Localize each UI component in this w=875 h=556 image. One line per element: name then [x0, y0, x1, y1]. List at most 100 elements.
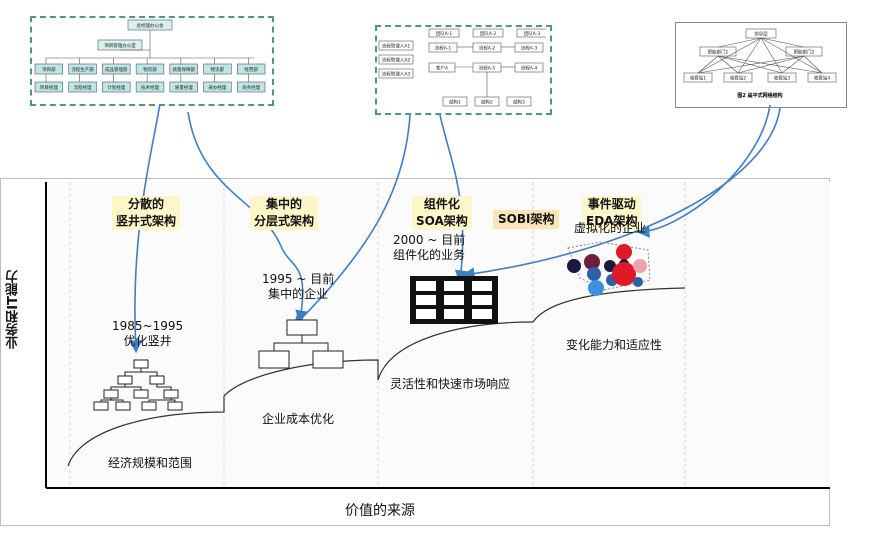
connector-line — [717, 55, 783, 74]
org-manager-3-box — [135, 81, 165, 93]
stage1-title-line2: 竖井式架构 — [112, 213, 181, 230]
org-root-box — [127, 19, 173, 31]
proc-left-2-box — [378, 68, 414, 79]
stage4-title-line2: EDA架构 — [582, 213, 642, 230]
org-level2-text: 项目管理办公室 — [104, 42, 136, 49]
proc-top-1-box — [472, 28, 504, 38]
org-manager-2-text: 计划经理 — [107, 84, 125, 91]
proc-mid-5-box — [428, 62, 456, 73]
stage3-era-line1: 2000 ~ 目前 — [393, 233, 466, 247]
connector-line — [717, 55, 823, 74]
proc-bottom-1-text: 结构2 — [481, 99, 493, 106]
net-caption: 图2 扁平式网络结构 — [737, 92, 782, 99]
proc-mid-1-box — [472, 42, 502, 53]
org-dept-0-box — [34, 63, 64, 75]
org-manager-6-text: 商务经理 — [242, 84, 260, 91]
plot-area — [46, 182, 830, 488]
stage2-title-line2: 分层式架构 — [250, 213, 319, 230]
stage1-title: 分散的 竖井式架构 — [112, 196, 181, 230]
org-manager-4-box — [169, 81, 198, 93]
connector-line — [760, 37, 823, 74]
proc-top-0-box — [428, 28, 460, 38]
silo-hierarchy-icon — [93, 359, 183, 411]
proc-top-2-text: 团队A-3 — [524, 30, 541, 37]
net-bottom-3-text: 收费站4 — [814, 75, 830, 82]
proc-mid-2-box — [514, 42, 544, 53]
proc-left-1-box — [378, 54, 414, 65]
org-manager-5-box — [203, 81, 232, 93]
net-bottom-0-text: 收费站1 — [690, 75, 706, 82]
proc-mid-0-text: 流程A-1 — [435, 45, 452, 52]
net-top-text: 领导层 — [754, 31, 768, 38]
proc-left-0-text: 流程管理人A1 — [382, 43, 411, 50]
proc-mid-5-text: 客户A — [436, 65, 449, 72]
stage3-era: 2000 ~ 目前 组件化的业务 — [393, 233, 465, 263]
connector-line — [760, 37, 805, 48]
org-root-text: 总经理办公会 — [137, 22, 164, 29]
connector-line — [760, 37, 783, 74]
connector-line — [697, 37, 762, 74]
stage2-era: 1995 ~ 目前 集中的企业 — [262, 272, 334, 302]
proc-bottom-2-box — [506, 96, 532, 107]
org-dept-4-text: 质量保障部 — [172, 66, 195, 73]
stage3-title-line1: 组件化 — [412, 196, 472, 213]
org-manager-1-text: 流程经理 — [74, 84, 92, 91]
proc-bottom-2-text: 结构3 — [513, 99, 525, 106]
component-grid-icon — [410, 276, 498, 324]
stage4-title-line1: 事件驱动 — [582, 196, 642, 213]
stage4-era-line1: 虚拟化的企业 — [574, 221, 647, 235]
net-bottom-1-text: 收费站2 — [730, 75, 746, 82]
connector-line — [781, 55, 805, 74]
stage3-era-line2: 组件化的业务 — [393, 248, 466, 262]
stage1-era-line2: 优化竖井 — [123, 334, 172, 348]
proc-left-0-box — [378, 40, 414, 51]
org-dept-6-text: 经营部 — [244, 66, 258, 73]
stage3-title: 组件化 SOA架构 — [412, 196, 472, 230]
proc-mid-2-text: 流程A-3 — [521, 45, 538, 52]
org-dept-5-text: 物流部 — [211, 66, 225, 73]
sobi-label: SOBI架构 — [493, 210, 560, 229]
stage4-benefit: 变化能力和适应性 — [566, 338, 663, 352]
proc-mid-4-text: 流程A-5 — [479, 65, 496, 72]
stage1-era: 1985~1995 优化竖井 — [112, 319, 183, 349]
org-dept-3-text: 物资部 — [143, 66, 157, 73]
org-dept-1-box — [68, 63, 97, 75]
net-mid-0-text: 职能部门1 — [708, 49, 729, 56]
org-dept-4-box — [169, 63, 198, 75]
org-manager-6-box — [236, 81, 266, 93]
stage1-benefit: 经济规模和范围 — [108, 456, 193, 470]
proc-mid-3-box — [514, 62, 544, 73]
proc-bottom-0-box — [442, 96, 468, 107]
org-manager-0-text: 项目经理 — [40, 84, 58, 91]
proc-left-2-text: 流程管理人A3 — [382, 71, 411, 78]
org-dept-6-box — [236, 63, 266, 75]
org-dept-2-box — [102, 63, 131, 75]
proc-top-0-text: 团队A-1 — [436, 30, 453, 37]
stage3-title-line2: SOA架构 — [412, 213, 472, 230]
stage1-era-line1: 1985~1995 — [112, 319, 184, 333]
stage2-era-line1: 1995 ~ 目前 — [262, 272, 335, 286]
org-dept-2-text: 成品管理部 — [105, 66, 128, 73]
org-dept-1-text: 流程生产部 — [71, 66, 94, 73]
proc-bottom-0-text: 结构1 — [449, 99, 461, 106]
org-manager-4-text: 质量经理 — [175, 84, 193, 91]
org-dept-5-box — [203, 63, 232, 75]
org-manager-1-box — [68, 81, 97, 93]
stage4-title: 事件驱动 EDA架构 — [582, 196, 642, 230]
column-dividers — [69, 182, 686, 486]
stage4-era: 虚拟化的企业 — [574, 221, 646, 236]
org-chart-thumbnail: 总经理办公会项目管理办公室项目部项目经理流程生产部流程经理成品管理部计划经理物资… — [30, 16, 274, 106]
proc-top-1-text: 团队A-2 — [480, 30, 497, 37]
org-dept-3-box — [135, 63, 165, 75]
stage2-era-line2: 集中的企业 — [268, 287, 329, 301]
connector-line — [697, 55, 719, 74]
org-manager-0-box — [34, 81, 64, 93]
x-axis-label: 价值的来源 — [345, 503, 415, 519]
stage2-title: 集中的 分层式架构 — [250, 196, 319, 230]
proc-mid-3-text: 流程A-4 — [521, 65, 538, 72]
stage3-benefit: 灵活性和快速市场响应 — [390, 377, 511, 391]
net-bottom-2-text: 收费站3 — [774, 75, 790, 82]
